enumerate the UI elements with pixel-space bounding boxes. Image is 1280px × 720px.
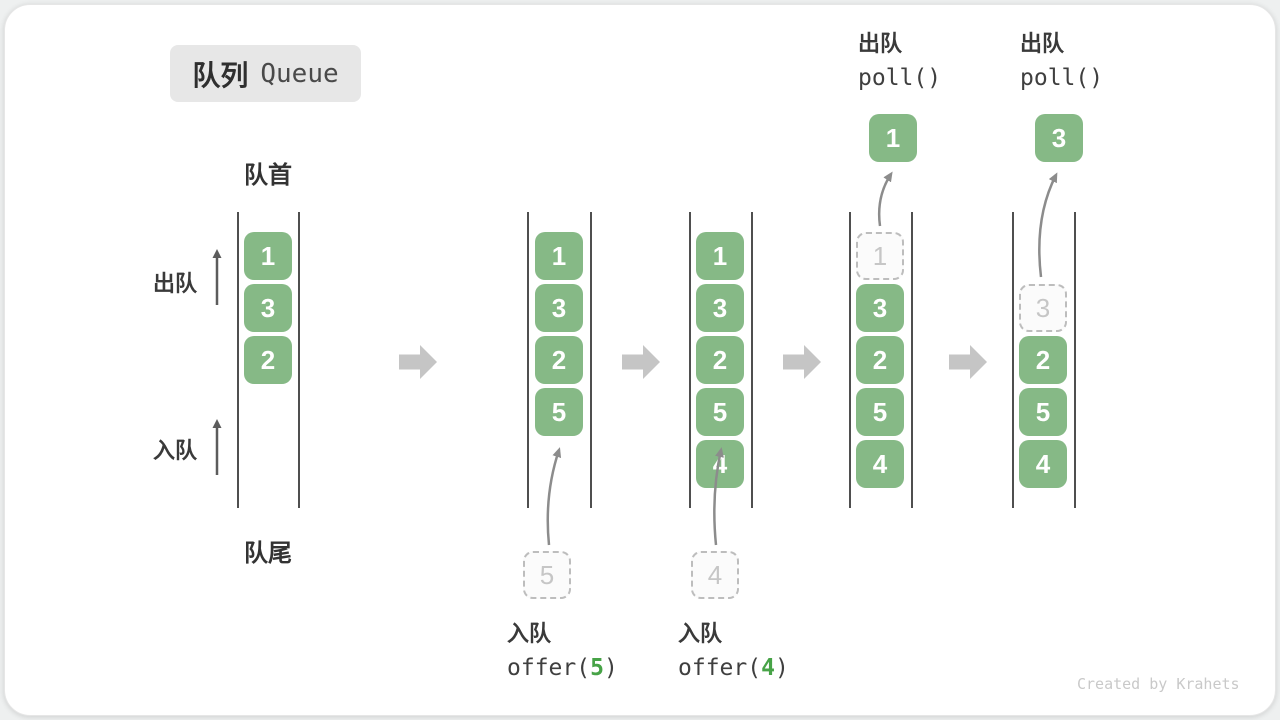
queue-wall-left <box>689 212 691 508</box>
dequeue-op-zh: 出队 <box>1020 31 1065 56</box>
queue-wall-right <box>590 212 592 508</box>
queue-item: 2 <box>244 336 292 384</box>
queue-item: 2 <box>1019 336 1067 384</box>
queue-item: 5 <box>696 388 744 436</box>
dequeue-op-code: poll() <box>1020 65 1104 91</box>
dequeue-op-label: 出队 poll() <box>858 26 941 96</box>
queue-wall-left <box>1012 212 1014 508</box>
queue-item: 3 <box>696 284 744 332</box>
queue-item: 3 <box>535 284 583 332</box>
queue-wall-right <box>751 212 753 508</box>
enqueue-op-label: 入队 offer(5) <box>507 616 618 686</box>
queue-item: 5 <box>856 388 904 436</box>
staged-item: 4 <box>691 551 739 599</box>
dequeue-op-zh: 出队 <box>858 31 903 56</box>
credit-text: Created by Krahets <box>1077 675 1240 693</box>
queue-wall-left <box>849 212 851 508</box>
queue-item: 2 <box>856 336 904 384</box>
side-enqueue-label: 入队 <box>153 438 198 463</box>
staged-item: 5 <box>523 551 571 599</box>
diagram-card <box>4 4 1276 716</box>
poll-result-item: 1 <box>869 114 917 162</box>
title-badge: 队列 Queue <box>170 45 361 102</box>
queue-item: 3 <box>856 284 904 332</box>
queue-item: 1 <box>535 232 583 280</box>
enqueue-arg: 5 <box>590 655 604 681</box>
enqueue-op-zh: 入队 <box>507 621 552 646</box>
enqueue-op-label: 入队 offer(4) <box>678 616 789 686</box>
queue-wall-right <box>1074 212 1076 508</box>
queue-wall-right <box>298 212 300 508</box>
queue-item: 4 <box>856 440 904 488</box>
side-dequeue-label: 出队 <box>153 271 198 296</box>
queue-item: 5 <box>535 388 583 436</box>
queue-item: 4 <box>1019 440 1067 488</box>
queue-front-label: 队首 <box>244 162 292 189</box>
queue-item: 2 <box>535 336 583 384</box>
queue-wall-left <box>527 212 529 508</box>
queue-item: 2 <box>696 336 744 384</box>
queue-rear-label: 队尾 <box>244 540 292 567</box>
queue-item: 3 <box>244 284 292 332</box>
queue-item: 1 <box>244 232 292 280</box>
enqueue-op-zh: 入队 <box>678 621 723 646</box>
removed-item: 1 <box>856 232 904 280</box>
enqueue-op-code: offer(4) <box>678 655 789 681</box>
enqueue-op-code: offer(5) <box>507 655 618 681</box>
dequeue-op-label: 出队 poll() <box>1020 26 1103 96</box>
queue-wall-right <box>911 212 913 508</box>
queue-wall-left <box>237 212 239 508</box>
queue-item: 5 <box>1019 388 1067 436</box>
queue-item: 4 <box>696 440 744 488</box>
title-zh: 队列 <box>192 59 249 91</box>
enqueue-arg: 4 <box>761 655 775 681</box>
dequeue-op-code: poll() <box>858 65 942 91</box>
poll-result-item: 3 <box>1035 114 1083 162</box>
queue-item: 1 <box>696 232 744 280</box>
removed-item: 3 <box>1019 284 1067 332</box>
title-en: Queue <box>260 58 339 89</box>
